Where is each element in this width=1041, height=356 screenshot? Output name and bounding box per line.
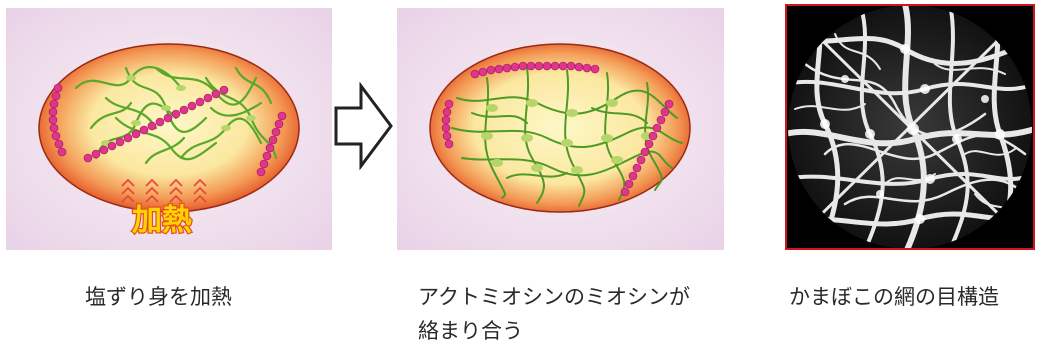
caption-entanglement-line2: 絡まり合う bbox=[418, 314, 690, 348]
caption-heating: 塩ずり身を加熱 bbox=[85, 280, 232, 314]
entanglement-diagram-panel bbox=[397, 8, 724, 250]
caption-entanglement: アクトミオシンのミオシンが 絡まり合う bbox=[418, 280, 690, 348]
surimi-ellipse bbox=[39, 44, 299, 212]
caption-entanglement-line1: アクトミオシンのミオシンが bbox=[418, 280, 690, 314]
heating-badge: 加熱 bbox=[132, 203, 192, 238]
heating-diagram-illustration: 加熱 bbox=[6, 8, 332, 250]
right-arrow-icon bbox=[333, 82, 395, 170]
mesh-structure-photo-panel bbox=[785, 4, 1035, 250]
mesh-structure-micrograph bbox=[785, 4, 1035, 250]
heating-diagram-panel: 加熱 bbox=[6, 8, 332, 250]
entanglement-illustration bbox=[397, 8, 724, 250]
process-arrow bbox=[333, 82, 395, 170]
caption-mesh-structure: かまぼこの網の目構造 bbox=[789, 280, 999, 314]
